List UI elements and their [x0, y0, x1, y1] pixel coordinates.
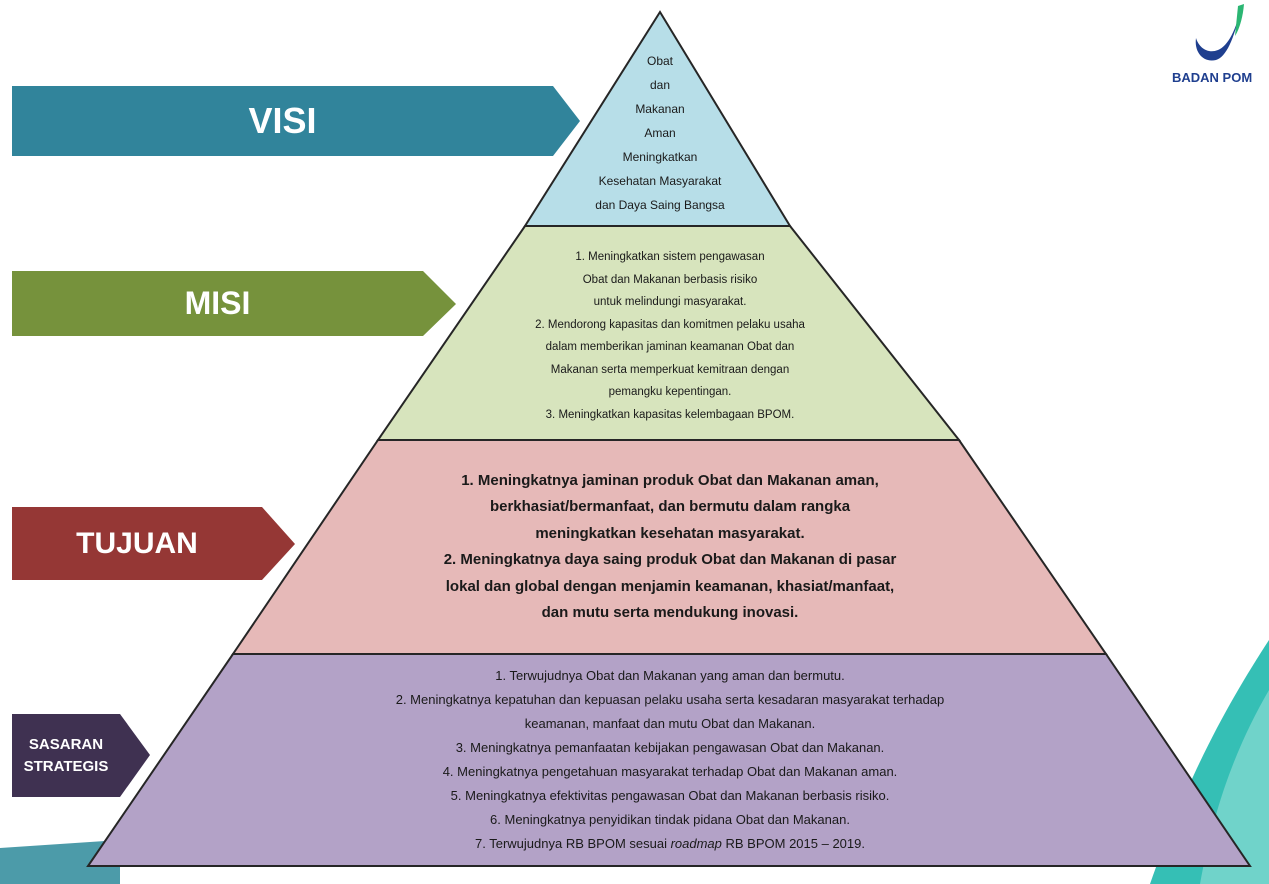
- misi-line: dalam memberikan jaminan keamanan Obat d…: [545, 341, 795, 353]
- misi-line: 2. Mendorong kapasitas dan komitmen pela…: [535, 318, 805, 331]
- sasaran-line: keamanan, manfaat dan mutu Obat dan Maka…: [524, 716, 816, 731]
- misi-statement: 1. Meningkatkan sistem pengawasan Obat d…: [420, 244, 920, 428]
- misi-line: pemangku kepentingan.: [608, 386, 732, 398]
- tujuan-statement: 1. Meningkatnya jaminan produk Obat dan …: [330, 462, 1010, 632]
- misi-line: 3. Meningkatkan kapasitas kelembagaan BP…: [545, 408, 795, 421]
- tujuan-line: dan mutu serta mendukung inovasi.: [541, 604, 799, 621]
- visi-line: dan Daya Saing Bangsa: [595, 198, 725, 212]
- tujuan-line: meningkatkan kesehatan masyarakat.: [535, 524, 805, 542]
- sasaran-line-7-suffix: RB BPOM 2015 – 2019.: [721, 836, 865, 851]
- visi-line: Aman: [644, 126, 676, 140]
- sasaran-line: 1. Terwujudnya Obat dan Makanan yang ama…: [495, 668, 845, 683]
- sasaran-strategis-label: SASARAN STRATEGIS: [12, 714, 120, 797]
- sasaran-line: 3. Meningkatnya pemanfaatan kebijakan pe…: [455, 740, 885, 755]
- visi-statement: Obat dan Makanan Aman Meningkatkan Keseh…: [560, 48, 760, 218]
- misi-line: Obat dan Makanan berbasis risiko: [582, 273, 758, 286]
- misi-label: MISI: [184, 285, 251, 321]
- visi-line: Makanan: [635, 102, 685, 116]
- sasaran-label-line1: SASARAN: [28, 735, 104, 753]
- decorative-bottom-band: [0, 840, 120, 884]
- visi-arrow-shape: [12, 86, 580, 156]
- visi-line: Meningkatkan: [622, 150, 698, 164]
- tujuan-line: 2. Meningkatnya daya saing produk Obat d…: [443, 551, 897, 568]
- logo-text: BADAN POM: [1172, 70, 1253, 85]
- tujuan-arrow-shape: [12, 507, 295, 580]
- tujuan-line: lokal dan global dengan menjamin keamana…: [445, 577, 895, 595]
- tujuan-line: 1. Meningkatnya jaminan produk Obat dan …: [461, 471, 879, 489]
- tujuan-label: TUJUAN: [76, 526, 198, 560]
- sasaran-line-7-prefix: 7. Terwujudnya RB BPOM sesuai: [475, 836, 671, 851]
- visi-line: Kesehatan Masyarakat: [598, 174, 722, 188]
- misi-line: 1. Meningkatkan sistem pengawasan: [575, 251, 765, 263]
- sasaran-line-7-italic: roadmap: [670, 836, 722, 851]
- misi-line: untuk melindungi masyarakat.: [593, 296, 747, 308]
- misi-line: Makanan serta memperkuat kemitraan denga…: [550, 363, 790, 376]
- misi-arrow-shape: [12, 271, 456, 336]
- visi-line: Obat: [646, 54, 673, 68]
- badan-pom-logo-icon: [1195, 4, 1244, 61]
- sasaran-line-7: 7. Terwujudnya RB BPOM sesuai roadmap RB…: [475, 832, 865, 856]
- sasaran-statement: 1. Terwujudnya Obat dan Makanan yang ama…: [260, 658, 1080, 862]
- sasaran-line: 6. Meningkatnya penyidikan tindak pidana…: [490, 812, 850, 827]
- visi-label: VISI: [248, 100, 317, 141]
- sasaran-line: 4. Meningkatnya pengetahuan masyarakat t…: [442, 764, 898, 779]
- visi-line: dan: [649, 78, 671, 92]
- sasaran-label-line2: STRATEGIS: [23, 757, 109, 775]
- sasaran-arrow-shape: [12, 714, 150, 797]
- sasaran-tier-shape: [86, 653, 1252, 867]
- sasaran-line: 2. Meningkatnya kepatuhan dan kepuasan p…: [395, 692, 945, 707]
- tujuan-line: berkhasiat/bermanfaat, dan bermutu dalam…: [489, 498, 851, 515]
- sasaran-line: 5. Meningkatnya efektivitas pengawasan O…: [450, 788, 890, 803]
